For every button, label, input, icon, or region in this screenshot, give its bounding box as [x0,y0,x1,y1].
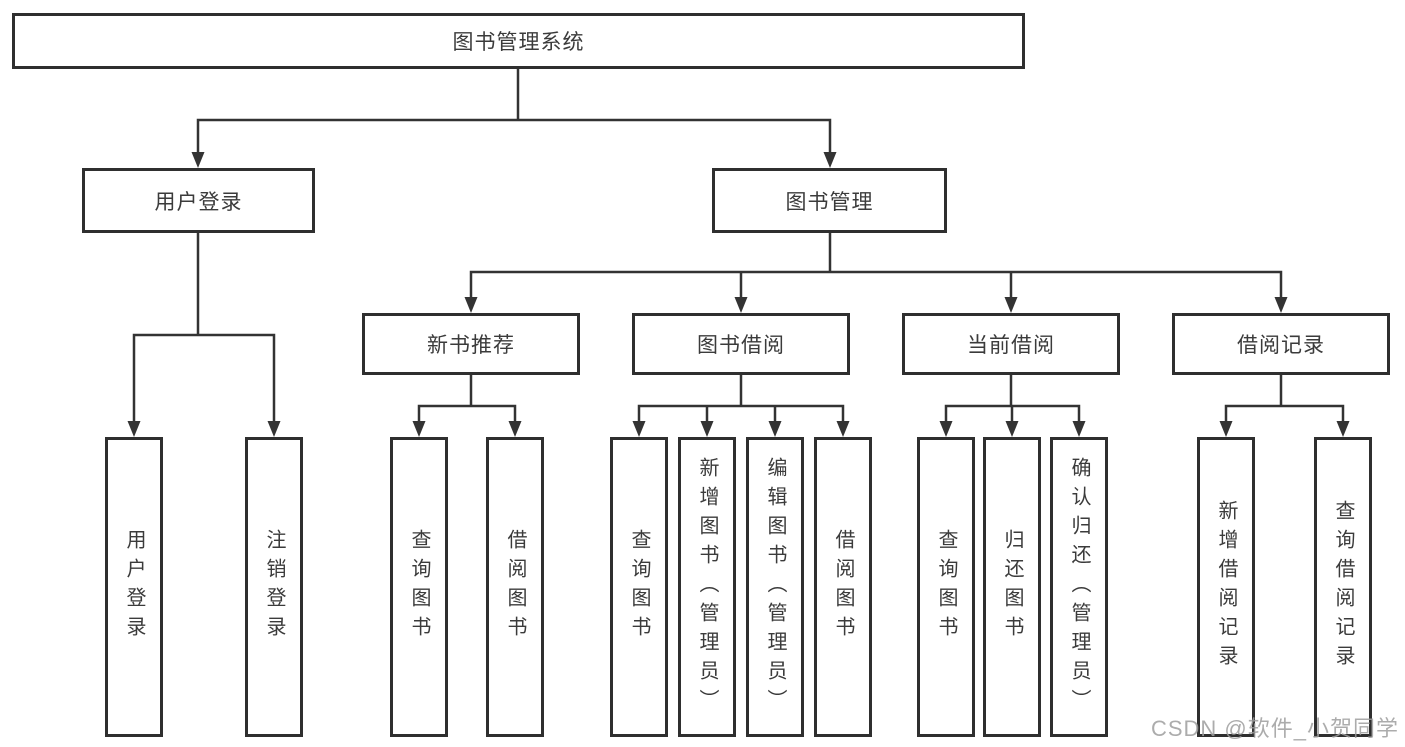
node-new-book-recommend: 新书推荐 [362,313,580,375]
node-label: 图书管理 [785,190,874,214]
arrow-icon [768,421,782,437]
leaf-add-borrow-record: 新增借阅记录 [1197,437,1255,737]
leaf-logout: 注销登录 [245,437,303,737]
arrow-icon [939,421,953,437]
node-borrow-records: 借阅记录 [1172,313,1390,375]
node-label: 查询图书 [408,529,430,645]
connector-level2-bar [196,118,832,154]
leaf-query-borrow-record: 查询借阅记录 [1314,437,1372,737]
leaf-query-books-current: 查询图书 [917,437,975,737]
arrow-icon [632,421,646,437]
connector-user-login-bar [132,333,276,423]
arrow-icon [1219,421,1233,437]
node-label: 新书推荐 [427,334,515,357]
arrow-icon [1274,297,1288,313]
node-label: 编辑图书（管理员） [764,456,786,718]
node-label: 归还图书 [1001,529,1023,645]
arrow-icon [1004,297,1018,313]
node-label: 借阅图书 [504,529,526,645]
arrowheads [127,152,1350,437]
node-book-management: 图书管理 [712,168,947,233]
node-label: 确认归还（管理员） [1068,456,1090,718]
arrow-icon [412,421,426,437]
arrow-icon [1336,421,1350,437]
arrow-icon [700,421,714,437]
arrow-icon [127,421,141,437]
arrow-icon [836,421,850,437]
arrow-icon [1005,421,1019,437]
connector-level3-bar [469,270,1283,299]
node-label: 新增图书（管理员） [696,456,718,718]
node-label: 查询图书 [628,529,650,645]
leaf-return-book: 归还图书 [983,437,1041,737]
leaf-query-books-recommend: 查询图书 [390,437,448,737]
leaf-user-login: 用户登录 [105,437,163,737]
node-label: 查询借阅记录 [1332,500,1354,674]
node-label: 借阅图书 [832,529,854,645]
connector-borrow-bar [637,404,845,423]
arrow-icon [734,297,748,313]
arrow-icon [267,421,281,437]
leaf-add-book-admin: 新增图书（管理员） [678,437,736,737]
node-label: 当前借阅 [967,334,1055,357]
connector-newbook-bar [417,404,517,423]
node-label: 图书管理系统 [452,31,585,54]
node-root: 图书管理系统 [12,13,1025,69]
csdn-watermark: CSDN @软件_小贺同学 [1150,716,1399,741]
node-label: 用户登录 [123,529,145,645]
node-label: 注销登录 [263,529,285,645]
node-label: 借阅记录 [1237,334,1325,357]
leaf-confirm-return-admin: 确认归还（管理员） [1050,437,1108,737]
leaf-borrow-books-recommend: 借阅图书 [486,437,544,737]
node-book-borrow: 图书借阅 [632,313,850,375]
node-user-login: 用户登录 [82,168,315,233]
connector-records-bar [1224,404,1345,423]
leaf-borrow-books-borrow: 借阅图书 [814,437,872,737]
leaf-query-books-borrow: 查询图书 [610,437,668,737]
arrow-icon [508,421,522,437]
node-label: 查询图书 [935,529,957,645]
arrow-icon [823,152,837,168]
node-label: 新增借阅记录 [1215,500,1237,674]
node-label: 用户登录 [154,190,243,214]
arrow-icon [191,152,205,168]
arrow-icon [464,297,478,313]
arrow-icon [1072,421,1086,437]
node-label: 图书借阅 [697,334,785,357]
leaf-edit-book-admin: 编辑图书（管理员） [746,437,804,737]
node-current-borrow: 当前借阅 [902,313,1120,375]
